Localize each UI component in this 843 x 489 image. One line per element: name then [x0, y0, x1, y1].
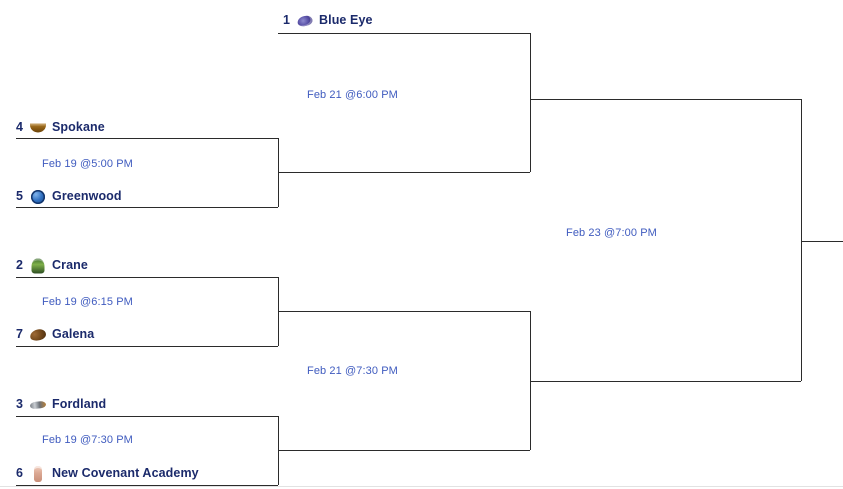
bracket-connector-sf-2	[530, 311, 531, 450]
team-name[interactable]: Blue Eye	[319, 13, 373, 27]
bracket-connector-sf-1	[530, 33, 531, 172]
bracket-team-crane[interactable]: 2 Crane	[16, 256, 88, 275]
seed-number: 7	[16, 327, 23, 341]
fordland-logo	[29, 396, 47, 413]
bracket-line-galena	[16, 346, 278, 347]
match-time-final: Feb 23 @7:00 PM	[566, 227, 657, 239]
bracket-feed-qf-2	[278, 311, 530, 312]
match-time-qf-1: Feb 19 @5:00 PM	[42, 158, 133, 170]
match-time-qf-3: Feb 19 @7:30 PM	[42, 434, 133, 446]
seed-number: 1	[283, 13, 290, 27]
team-name[interactable]: Spokane	[52, 120, 105, 134]
team-name[interactable]: Greenwood	[52, 189, 122, 203]
team-name[interactable]: Galena	[52, 327, 95, 341]
blue-eye-logo	[296, 12, 314, 29]
seed-number: 5	[16, 189, 23, 203]
bracket-feed-qf-3	[278, 450, 530, 451]
bracket-team-blue-eye[interactable]: 1 Blue Eye	[283, 11, 373, 30]
team-name[interactable]: Crane	[52, 258, 88, 272]
seed-number: 2	[16, 258, 23, 272]
galena-logo	[28, 326, 48, 343]
bracket-feed-qf-1	[278, 172, 530, 173]
bracket-team-greenwood[interactable]: 5 Greenwood	[16, 187, 122, 206]
team-name[interactable]: Fordland	[52, 397, 107, 411]
match-time-sf-1: Feb 21 @6:00 PM	[307, 89, 398, 101]
bracket-team-new-covenant-academy[interactable]: 6 New Covenant Academy	[16, 464, 199, 483]
spokane-logo	[29, 119, 47, 136]
bracket-feed-sf-1	[530, 99, 801, 100]
bracket-line-fordland	[16, 416, 278, 417]
bracket-feed-sf-2	[530, 381, 801, 382]
bracket-line-spokane	[16, 138, 278, 139]
bracket-line-greenwood	[16, 207, 278, 208]
bracket-team-galena[interactable]: 7 Galena	[16, 325, 94, 344]
bracket-line-new-covenant-academy	[16, 485, 278, 486]
match-time-qf-2: Feb 19 @6:15 PM	[42, 296, 133, 308]
crane-logo	[29, 257, 47, 274]
new-covenant-academy-logo	[29, 465, 47, 482]
team-name[interactable]: New Covenant Academy	[52, 466, 199, 480]
seed-number: 3	[16, 397, 23, 411]
seed-number: 6	[16, 466, 23, 480]
bracket-line-blue-eye	[278, 33, 530, 34]
bracket-line-crane	[16, 277, 278, 278]
greenwood-logo	[29, 188, 47, 205]
footer-divider	[0, 486, 843, 487]
bracket-feed-final	[801, 241, 843, 242]
bracket-connector-final	[801, 99, 802, 381]
match-time-sf-2: Feb 21 @7:30 PM	[307, 365, 398, 377]
bracket-team-spokane[interactable]: 4 Spokane	[16, 118, 105, 137]
seed-number: 4	[16, 120, 23, 134]
bracket-team-fordland[interactable]: 3 Fordland	[16, 395, 106, 414]
